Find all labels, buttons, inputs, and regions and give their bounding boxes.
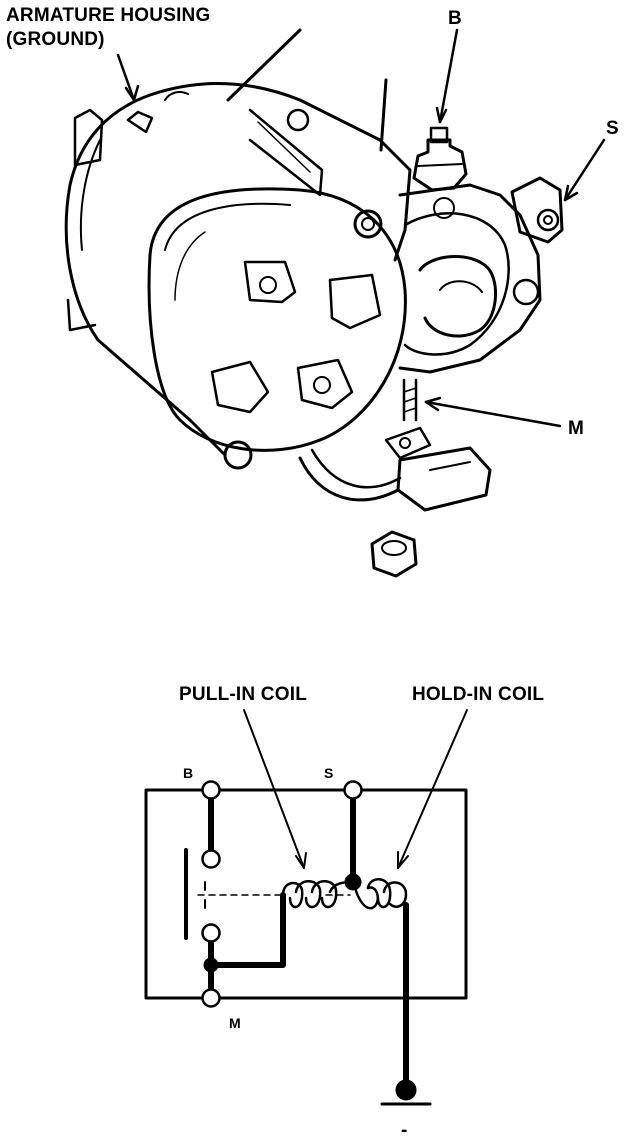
lower-contact xyxy=(201,923,221,943)
cover-pad xyxy=(210,360,270,414)
bracket-line xyxy=(379,78,388,152)
housing-tab xyxy=(126,110,154,134)
solenoid-schematic xyxy=(144,709,468,1106)
solenoid-body xyxy=(398,183,542,374)
schematic-s-label: S xyxy=(324,765,334,781)
solenoid-case-outline xyxy=(144,788,468,1000)
pull-in-coil xyxy=(281,880,356,909)
solenoid-plunger xyxy=(418,255,498,338)
schematic-m-label: M xyxy=(229,1015,241,1031)
bracket-line xyxy=(226,28,302,102)
upper-contact xyxy=(201,849,221,869)
m-terminal-stud xyxy=(402,378,418,422)
m-terminal-leader xyxy=(424,400,562,428)
cover-pad xyxy=(296,358,354,410)
s-terminal-stud xyxy=(510,176,564,244)
pull-in-lead xyxy=(208,892,286,968)
cover-bolt xyxy=(223,440,253,470)
b-terminal-stud xyxy=(412,126,468,192)
terminal-nut xyxy=(370,530,418,578)
cover-screw xyxy=(313,376,331,394)
s-terminal-node xyxy=(343,780,363,800)
hold-in-coil xyxy=(352,878,408,910)
bracket-bolt xyxy=(286,108,310,132)
b-terminal-leader xyxy=(438,28,459,124)
cover-screw xyxy=(259,276,277,294)
m-junction-dot xyxy=(203,957,219,973)
armature-housing-leader xyxy=(116,53,136,102)
armature-housing-label: ARMATURE HOUSING xyxy=(6,5,211,26)
b-terminal-label: B xyxy=(448,8,462,29)
starter-motor-illustration xyxy=(64,28,606,578)
hold-in-coil-label: HOLD-IN COIL xyxy=(412,684,545,705)
schematic-b-label: B xyxy=(183,765,194,781)
ground-terminal-label: - xyxy=(401,1120,408,1141)
m-terminal-label: M xyxy=(568,418,585,439)
b-terminal-node xyxy=(201,780,221,800)
end-cover xyxy=(147,108,407,470)
ground-label: (GROUND) xyxy=(6,29,105,50)
cover-bolt xyxy=(353,209,383,239)
cover-pad xyxy=(328,273,382,330)
solenoid-bolt xyxy=(512,278,540,306)
field-lead-strap xyxy=(298,426,492,512)
ground-dot xyxy=(395,1079,417,1101)
m-terminal-node xyxy=(201,988,221,1008)
armature-housing xyxy=(64,82,412,457)
pull-in-coil-label: PULL-IN COIL xyxy=(179,684,307,705)
hold-in-coil-leader xyxy=(397,709,468,869)
cover-pad xyxy=(243,260,297,304)
s-junction-dot xyxy=(344,873,362,891)
pull-in-coil-leader xyxy=(243,709,305,869)
s-terminal-label: S xyxy=(606,118,619,139)
solenoid-bolt xyxy=(433,197,455,219)
s-terminal-leader xyxy=(563,138,606,202)
